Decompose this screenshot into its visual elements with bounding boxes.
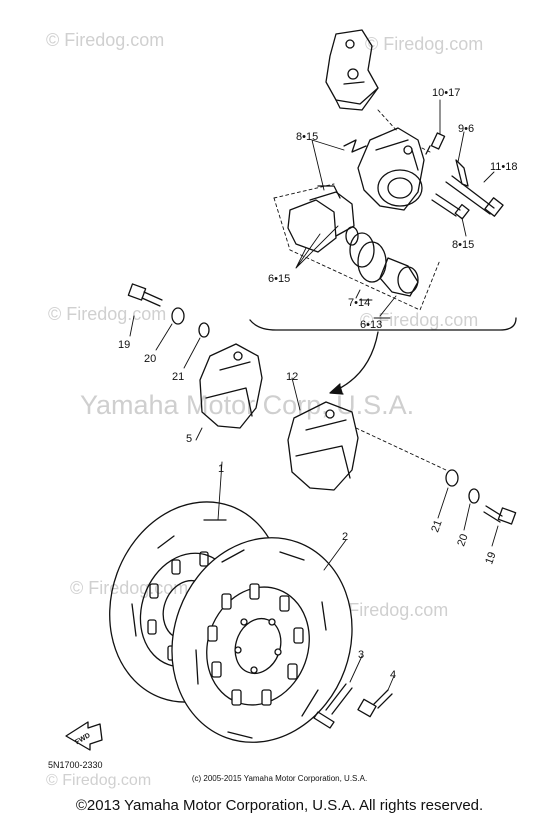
watermark-firedog-mid-left: © Firedog.com [48,304,167,324]
callout-3: 3 [358,649,364,661]
exploded-guide-lines [273,109,441,311]
watermark-firedog-lower-right: © Firedog.com [330,600,449,620]
callout-19-right: 19 [483,550,498,566]
disc-bolt-4 [357,689,393,718]
bleed-screw [425,132,446,155]
watermark-firedog-top-right: © Firedog.com [365,34,484,54]
caliper-left [199,343,263,429]
caliper-right [287,401,359,491]
watermark-firedog-bottom-left: © Firedog.com [46,772,152,789]
caliper-bracket-top [325,29,379,111]
callout-20-right: 20 [455,532,470,548]
bolt-left [127,283,163,307]
right-caliper-guide [355,427,447,471]
callout-1: 1 [218,463,224,475]
piston-seal-1 [357,241,387,283]
callout-19-left: 19 [118,339,130,351]
callout-4: 4 [390,669,396,681]
callout-21-right: 21 [429,518,444,534]
watermark-firedog-mid-right: © Firedog.com [360,310,479,330]
disc-bolt-3 [313,683,353,729]
watermark-firedog-top-left: © Firedog.com [46,30,165,50]
callout-20-left: 20 [144,353,156,365]
caliper-bolt-short [431,193,470,220]
caliper-bolt-long [445,175,504,217]
pad-pin [455,159,469,187]
callout-10-17: 10•17 [432,87,460,99]
callout-12: 12 [286,371,298,383]
caliper-assembly-exploded [357,127,425,211]
piston-seal-2 [349,232,375,268]
callout-21-left: 21 [172,371,184,383]
bolt-right [483,505,517,525]
washer-right-20 [468,488,480,504]
watermark-firedog-lower-left: © Firedog.com [70,578,189,598]
assembly-bracket [249,317,517,331]
assembly-arrow [331,331,379,393]
callout-8-15-top: 8•15 [296,131,318,143]
copyright-notice: ©2013 Yamaha Motor Corporation, U.S.A. A… [75,797,484,814]
washer-right-21 [445,469,459,487]
part-code: 5N1700-2330 [48,760,103,770]
callout-2: 2 [342,531,348,543]
forward-arrow-icon [65,721,103,751]
callout-9-6: 9•6 [458,123,474,135]
washer-left-21 [198,322,210,338]
pad-spring [343,139,367,153]
callout-6-13: 6•13 [360,319,382,331]
leader-lines [129,99,499,691]
brake-disc-2 [171,537,353,743]
dust-seal [345,226,359,246]
callout-8-15-right: 8•15 [452,239,474,251]
callout-5: 5 [186,433,192,445]
small-copyright: (c) 2005-2015 Yamaha Motor Corporation, … [191,774,368,783]
brake-pads [287,185,355,253]
washer-left-20 [171,307,185,325]
callout-6-15: 6•15 [268,273,290,285]
callout-7-14: 7•14 [348,297,370,309]
callout-11-18: 11•18 [490,161,518,173]
